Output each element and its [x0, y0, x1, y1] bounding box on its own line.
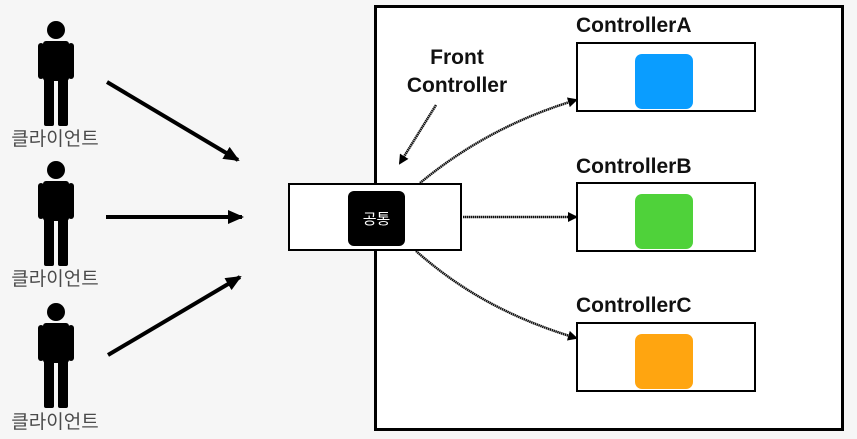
client-arrow-3 [106, 275, 242, 357]
controller-arrow-c [415, 250, 578, 341]
controller-a-chip [635, 54, 693, 109]
client-label-1: 클라이언트 [11, 128, 99, 150]
front-controller-pointer [398, 104, 438, 165]
controller-c-box [576, 322, 756, 392]
client-person-icon-1 [35, 18, 77, 133]
controller-a-title: ControllerA [576, 14, 692, 37]
client-arrow-1 [105, 80, 240, 162]
controller-b-chip [635, 194, 693, 249]
controller-a-box [576, 42, 756, 112]
controller-b-box [576, 182, 756, 252]
controller-c-title: ControllerC [576, 294, 692, 317]
front-controller-label-line1: Front [430, 46, 484, 69]
controller-b-title: ControllerB [576, 155, 692, 178]
front-controller-label: Front Controller [392, 44, 522, 100]
client-label-2: 클라이언트 [11, 268, 99, 290]
front-controller-box: 공통 [288, 183, 462, 251]
controller-c-chip [635, 334, 693, 389]
front-controller-label-line2: Controller [406, 74, 508, 97]
common-logic-chip: 공통 [348, 191, 405, 246]
client-person-icon-3 [35, 300, 77, 415]
controller-arrow-a [419, 97, 578, 184]
client-person-icon-2 [35, 158, 77, 273]
client-label-3: 클라이언트 [11, 411, 99, 433]
